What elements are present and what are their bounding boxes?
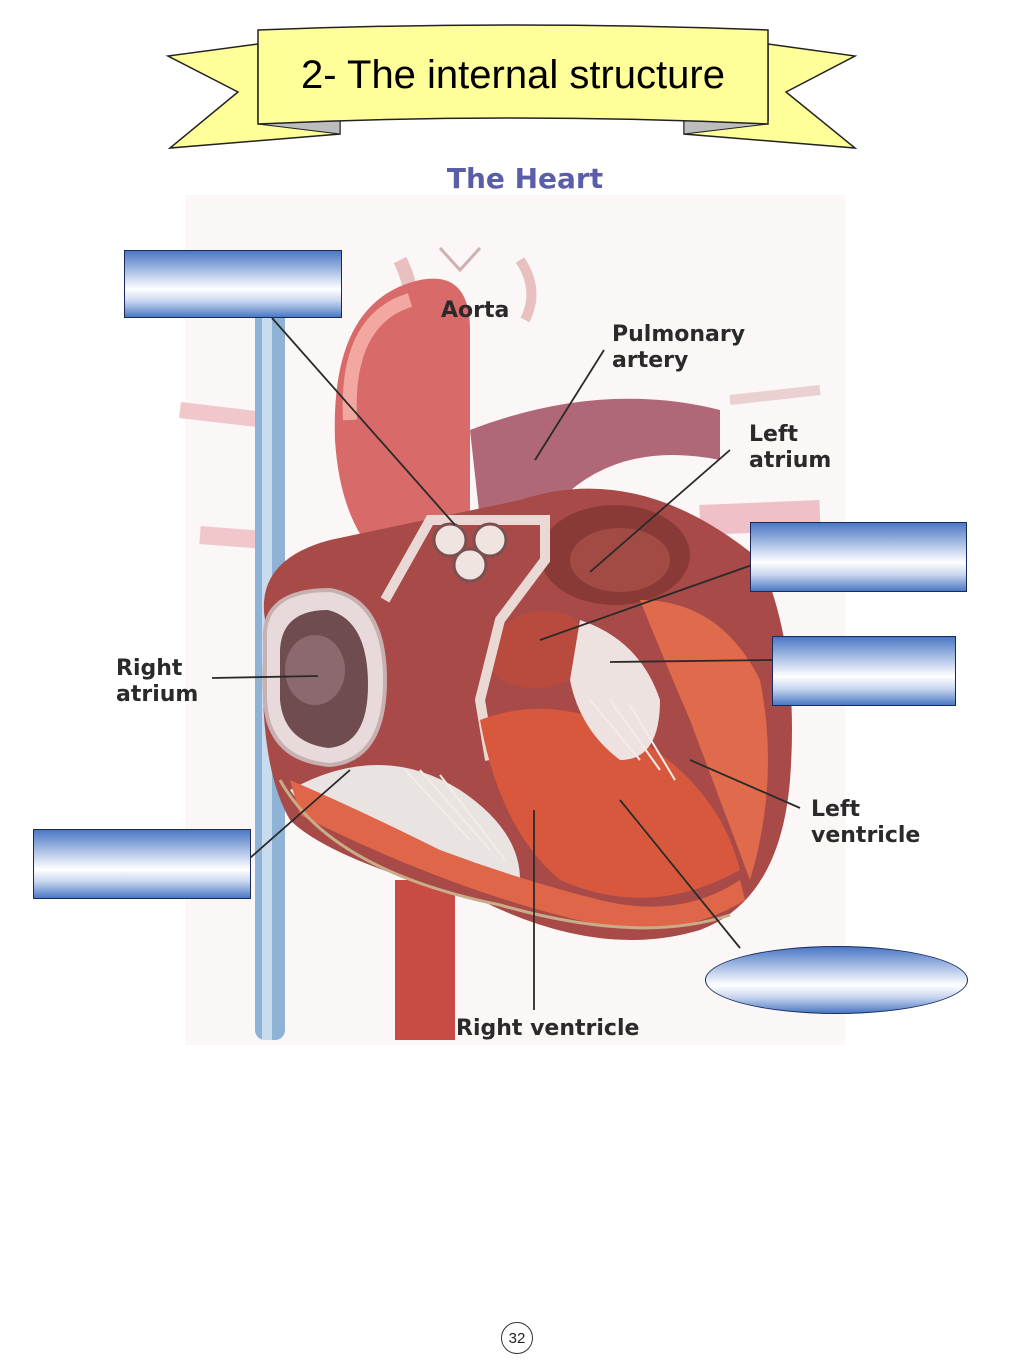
label-left-atrium: Left atrium bbox=[749, 422, 832, 473]
banner-ribbon bbox=[165, 24, 858, 149]
label-pulmonary-artery: Pulmonary artery bbox=[612, 322, 746, 373]
page-number: 32 bbox=[501, 1322, 533, 1354]
figure-title: The Heart bbox=[446, 162, 604, 195]
heart-illustration bbox=[179, 246, 821, 1040]
label-right-ventricle: Right ventricle bbox=[456, 1016, 640, 1041]
blank-label-box-2[interactable] bbox=[750, 522, 967, 592]
label-aorta: Aorta bbox=[441, 298, 510, 323]
blank-label-box-4[interactable] bbox=[33, 829, 251, 899]
label-right-atrium: Right atrium bbox=[116, 656, 199, 707]
blank-label-oval[interactable] bbox=[705, 946, 968, 1014]
blank-label-box-1[interactable] bbox=[124, 250, 342, 318]
page-title: 2- The internal structure bbox=[301, 52, 725, 97]
blank-label-box-3[interactable] bbox=[772, 636, 956, 706]
label-left-ventricle: Left ventricle bbox=[811, 797, 921, 848]
